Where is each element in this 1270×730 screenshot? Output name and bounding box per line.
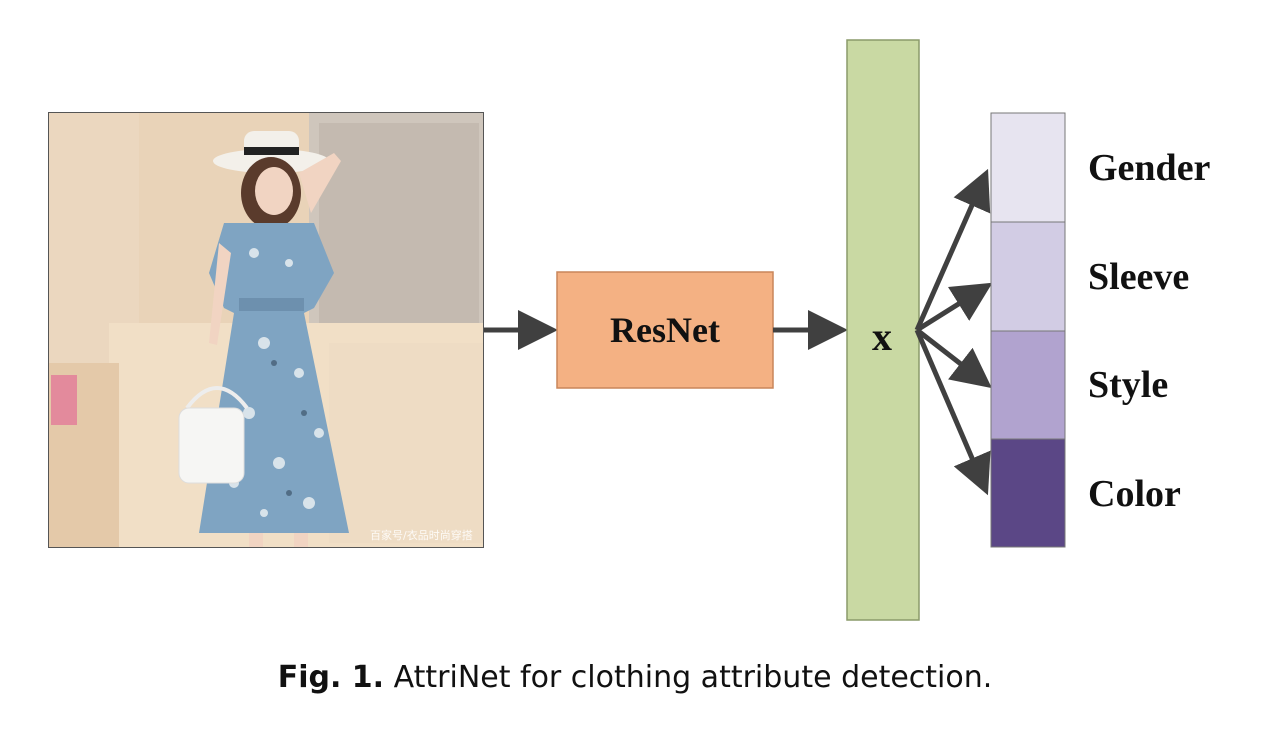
output-label-color: Color [1088,473,1181,515]
resnet-box [556,271,774,389]
watermark: 百家号/衣品时尚穿搭 [370,529,473,542]
resnet-label: ResNet [610,310,720,350]
fashion-photo [49,113,483,547]
output-cell-style [990,330,1066,440]
input-image [48,112,484,548]
output-cell-gender [990,112,1066,223]
arrow-to-sleeve [915,282,993,333]
caption-text: AttriNet for clothing attribute detectio… [393,660,993,695]
figure-caption: Fig. 1. AttriNet for clothing attribute … [0,660,1270,695]
output-label-sleeve: Sleeve [1088,256,1189,298]
caption-prefix: Fig. 1. [277,660,385,695]
output-label-style: Style [1088,364,1168,406]
arrow-to-gender [914,168,991,332]
arrow-to-style [915,328,992,389]
feature-vector-bar [846,39,920,621]
output-cell-sleeve [990,221,1066,332]
feature-label: x [872,314,892,359]
output-cell-color [990,438,1066,548]
output-label-gender: Gender [1088,147,1211,189]
output-stack [990,112,1066,548]
fan-out-arrows [914,168,993,496]
arrow-to-color [914,329,991,496]
